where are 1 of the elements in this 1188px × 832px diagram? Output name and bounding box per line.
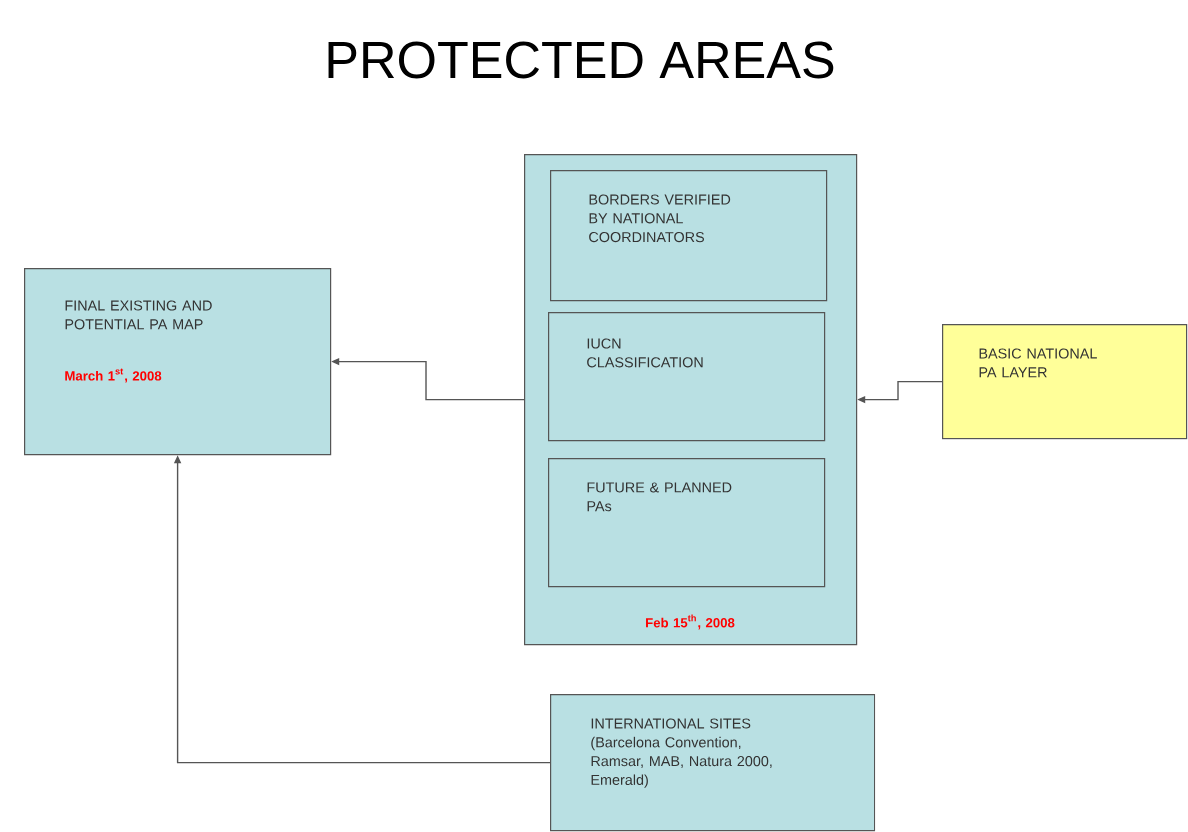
title: PROTECTED AREAS [328,41,834,79]
